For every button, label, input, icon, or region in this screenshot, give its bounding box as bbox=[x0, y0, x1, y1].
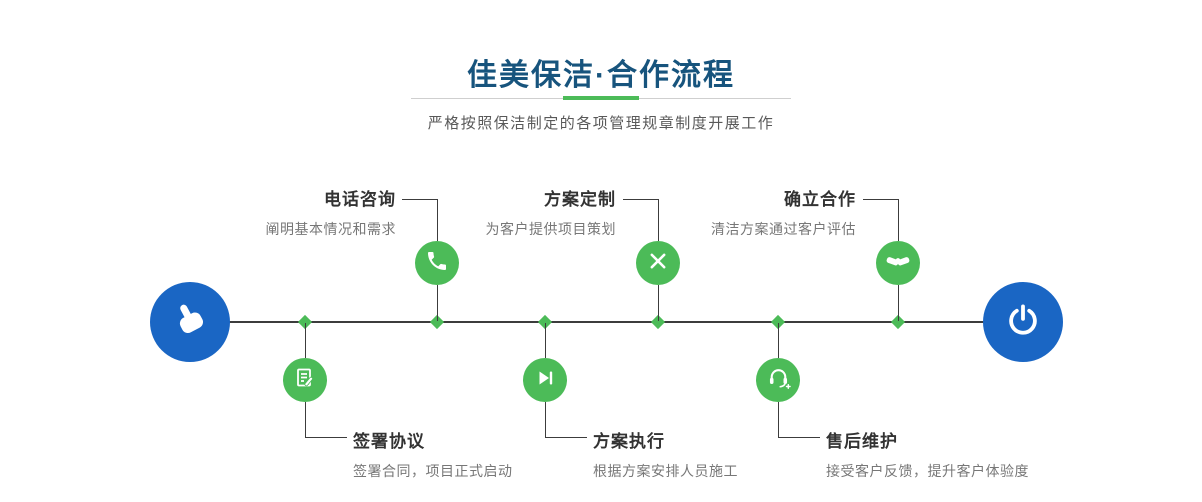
step-text-plan-design: 方案定制 为客户提供项目策划 bbox=[420, 185, 616, 239]
page-title: 佳美保洁·合作流程 bbox=[467, 59, 735, 92]
connector-line bbox=[658, 285, 659, 321]
step-label: 方案执行 bbox=[593, 432, 665, 451]
power-icon bbox=[1004, 301, 1042, 344]
step-text-plan-execution: 方案执行 根据方案安排人员施工 bbox=[593, 427, 893, 481]
connector-line bbox=[658, 199, 659, 241]
step-desc: 为客户提供项目策划 bbox=[485, 221, 616, 237]
step-text-phone-consult: 电话咨询 阐明基本情况和需求 bbox=[200, 185, 396, 239]
step-circle-after-sales bbox=[756, 358, 800, 402]
play-icon bbox=[533, 366, 557, 395]
phone-icon bbox=[425, 249, 449, 278]
connector-line bbox=[778, 437, 820, 438]
pointing-hand-icon bbox=[170, 300, 210, 345]
step-label: 签署协议 bbox=[353, 432, 425, 451]
step-label: 确立合作 bbox=[784, 190, 856, 209]
step-desc: 根据方案安排人员施工 bbox=[593, 463, 738, 479]
page-subtitle: 严格按照保洁制定的各项管理规章制度开展工作 bbox=[427, 115, 775, 132]
contract-icon bbox=[293, 366, 317, 395]
connector-line bbox=[437, 199, 438, 241]
step-text-after-sales: 售后维护 接受客户反馈，提升客户体验度 bbox=[826, 427, 1156, 481]
connector-line bbox=[778, 402, 779, 438]
connector-line bbox=[305, 323, 306, 358]
connector-line bbox=[305, 402, 306, 438]
step-desc: 接受客户反馈，提升客户体验度 bbox=[826, 463, 1029, 479]
connector-line bbox=[898, 199, 899, 241]
pencil-cross-icon bbox=[646, 249, 670, 278]
step-desc: 阐明基本情况和需求 bbox=[265, 221, 396, 237]
start-node bbox=[150, 282, 230, 362]
connector-line bbox=[863, 199, 898, 200]
step-circle-sign-agreement bbox=[283, 358, 327, 402]
step-text-sign-agreement: 签署协议 签署合同，项目正式启动 bbox=[353, 427, 653, 481]
connector-line bbox=[545, 437, 587, 438]
connector-line bbox=[623, 199, 658, 200]
connector-line bbox=[437, 285, 438, 321]
connector-line bbox=[402, 199, 437, 200]
step-desc: 签署合同，项目正式启动 bbox=[353, 463, 513, 479]
step-label: 售后维护 bbox=[826, 432, 898, 451]
end-node bbox=[983, 282, 1063, 362]
step-desc: 清洁方案通过客户评估 bbox=[711, 221, 856, 237]
step-circle-phone-consult bbox=[415, 241, 459, 285]
handshake-icon bbox=[885, 248, 911, 279]
step-label: 方案定制 bbox=[544, 190, 616, 209]
step-circle-plan-execution bbox=[523, 358, 567, 402]
timeline-line bbox=[190, 321, 1023, 323]
step-text-confirm-cooperation: 确立合作 清洁方案通过客户评估 bbox=[660, 185, 856, 239]
title-divider-accent bbox=[563, 96, 639, 100]
headset-icon bbox=[766, 365, 791, 395]
connector-line bbox=[545, 402, 546, 438]
connector-line bbox=[305, 437, 347, 438]
step-circle-confirm-cooperation bbox=[876, 241, 920, 285]
connector-line bbox=[778, 323, 779, 358]
step-label: 电话咨询 bbox=[324, 190, 396, 209]
connector-line bbox=[898, 285, 899, 321]
connector-line bbox=[545, 323, 546, 358]
step-circle-plan-design bbox=[636, 241, 680, 285]
